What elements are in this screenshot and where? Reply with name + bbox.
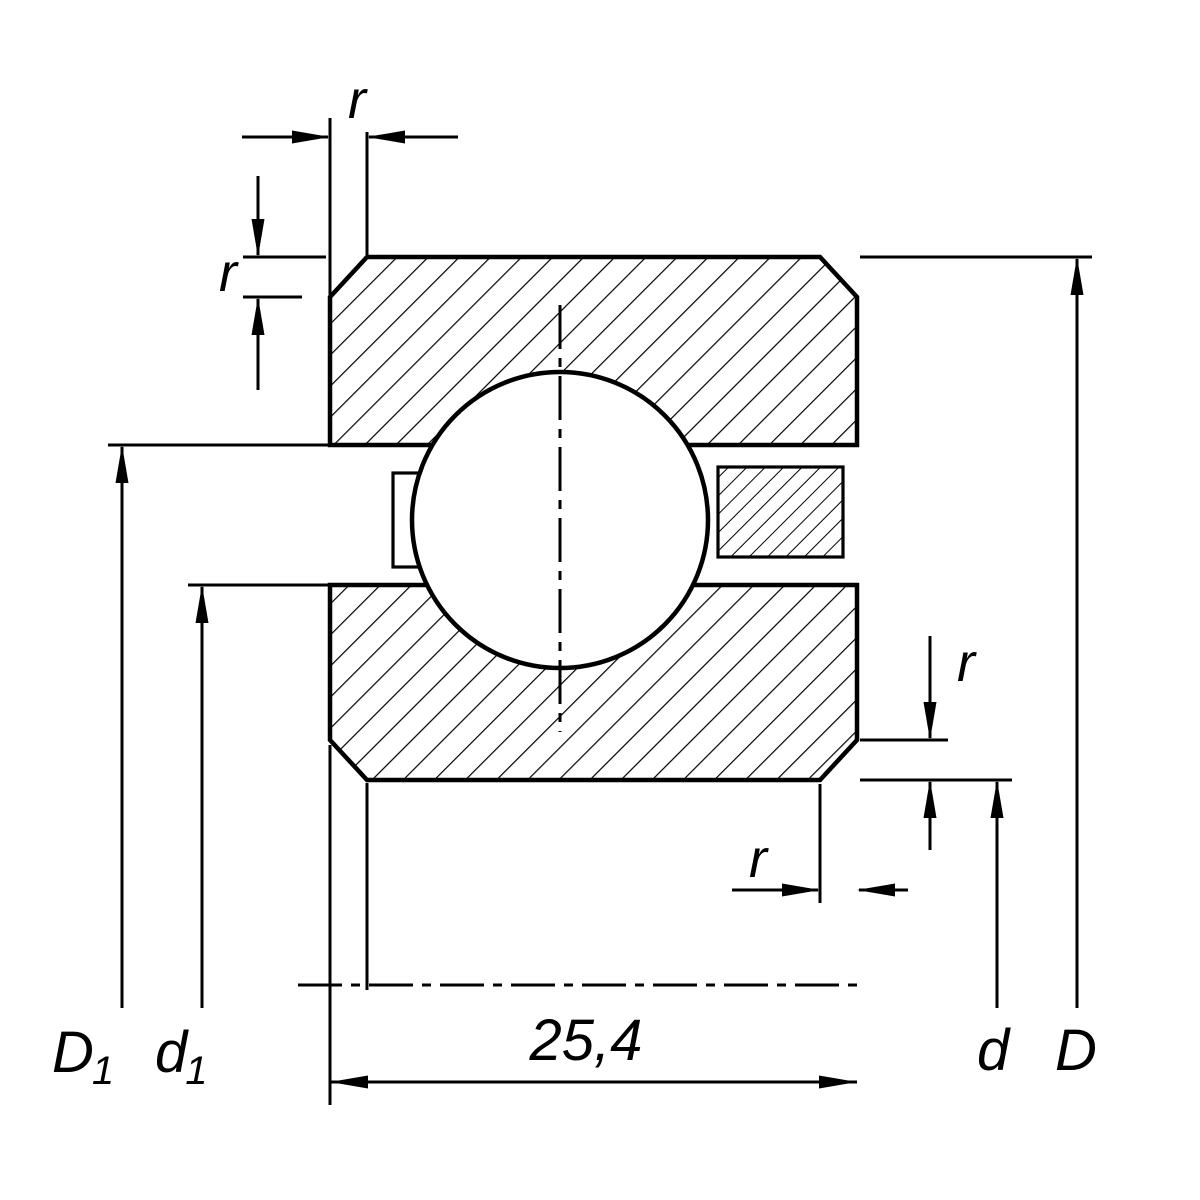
arrowhead — [990, 780, 1004, 818]
arrowhead — [292, 130, 330, 144]
arrowhead — [923, 702, 937, 740]
label-d: d — [977, 1018, 1011, 1083]
dim-D — [860, 255, 1092, 1008]
dim-d — [990, 780, 1004, 1008]
dim-r-top-chamfer — [242, 118, 458, 300]
arrowhead — [857, 883, 895, 897]
dimension-labels: r r r r 25,4 D1 d1 d D — [52, 70, 1097, 1093]
label-d1-main: d — [155, 1020, 189, 1085]
dim-D1 — [108, 443, 330, 1008]
label-d1: d1 — [155, 1020, 208, 1093]
dim-d1 — [188, 583, 330, 1008]
arrowhead — [367, 130, 405, 144]
dim-width — [328, 745, 857, 1105]
inner-ring-section — [327, 582, 860, 783]
label-r-bottom: r — [749, 829, 769, 889]
dim-r-right-chamfer — [860, 636, 1012, 850]
arrowhead — [330, 1075, 368, 1089]
label-D1-main: D — [52, 1020, 94, 1085]
arrowhead — [115, 445, 129, 483]
label-D: D — [1055, 1018, 1097, 1083]
label-D1: D1 — [52, 1020, 114, 1093]
arrowhead — [195, 585, 209, 623]
label-D1-sub: 1 — [92, 1049, 114, 1093]
dimensions — [108, 118, 1092, 1105]
dim-r-bottom-chamfer — [732, 784, 908, 903]
centerlines — [298, 305, 860, 987]
label-width: 25,4 — [529, 1008, 643, 1073]
label-r-left: r — [219, 243, 239, 303]
arrowhead — [251, 219, 265, 257]
label-r-top: r — [348, 70, 368, 130]
label-r-right: r — [957, 633, 977, 693]
arrowhead — [1070, 257, 1084, 295]
arrowhead — [251, 297, 265, 335]
dim-r-left-chamfer — [243, 176, 326, 390]
cage-right-section — [716, 465, 845, 559]
arrowhead — [923, 780, 937, 818]
label-d1-sub: 1 — [185, 1049, 207, 1093]
arrowhead — [819, 1075, 857, 1089]
bearing-section — [327, 254, 860, 783]
arrowhead — [782, 883, 820, 897]
